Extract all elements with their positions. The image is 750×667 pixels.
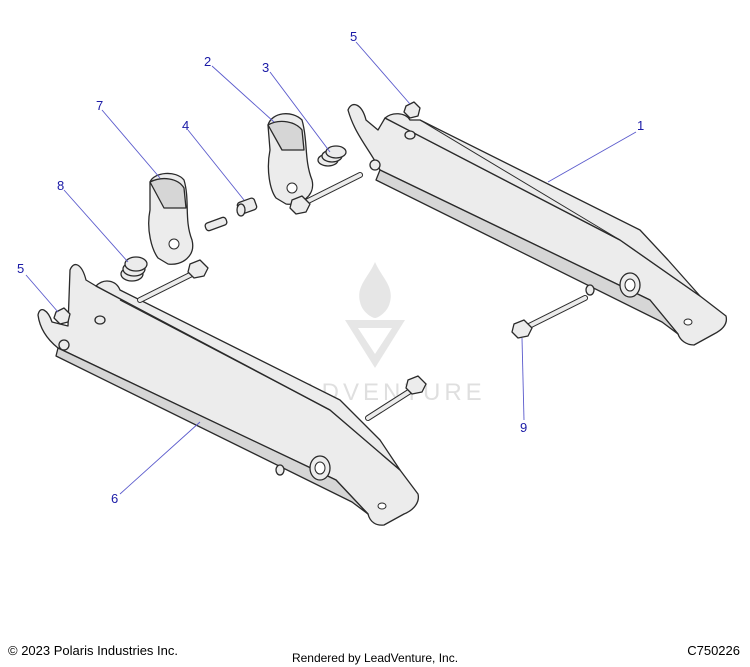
- nut-right[interactable]: [403, 101, 421, 119]
- callout-3[interactable]: 3: [262, 60, 269, 75]
- bolt-9[interactable]: [511, 295, 588, 339]
- rendered-by-text: Rendered by LeadVenture, Inc.: [291, 651, 459, 665]
- callout-9[interactable]: 9: [520, 420, 527, 435]
- spring-left[interactable]: [120, 256, 148, 282]
- callout-4[interactable]: 4: [182, 118, 189, 133]
- callout-2[interactable]: 2: [204, 54, 211, 69]
- bolt-upper-right[interactable]: [289, 172, 363, 215]
- bolt-upper-left[interactable]: [137, 259, 209, 303]
- watermark-v-icon: [345, 320, 405, 368]
- callout-5-right[interactable]: 5: [350, 29, 357, 44]
- right-slide-rail[interactable]: [347, 103, 728, 346]
- callout-1[interactable]: 1: [637, 118, 644, 133]
- diagram-code: C750226: [687, 643, 740, 658]
- bolt-lower[interactable]: [365, 375, 427, 421]
- callout-5-left[interactable]: 5: [17, 261, 24, 276]
- latch-left[interactable]: [148, 172, 194, 265]
- copyright-text: © 2023 Polaris Industries Inc.: [8, 643, 178, 658]
- callout-labels: 1 2 3 4 5 5 6 7 8 9: [17, 29, 644, 506]
- watermark-flame-icon: [359, 262, 391, 318]
- latch-right[interactable]: [267, 113, 314, 205]
- bushing[interactable]: [204, 197, 258, 232]
- callout-7[interactable]: 7: [96, 98, 103, 113]
- left-slide-rail[interactable]: [37, 263, 420, 526]
- callout-8[interactable]: 8: [57, 178, 64, 193]
- spring-right[interactable]: [317, 145, 347, 167]
- leader-lines: [25, 41, 637, 495]
- callout-6[interactable]: 6: [111, 491, 118, 506]
